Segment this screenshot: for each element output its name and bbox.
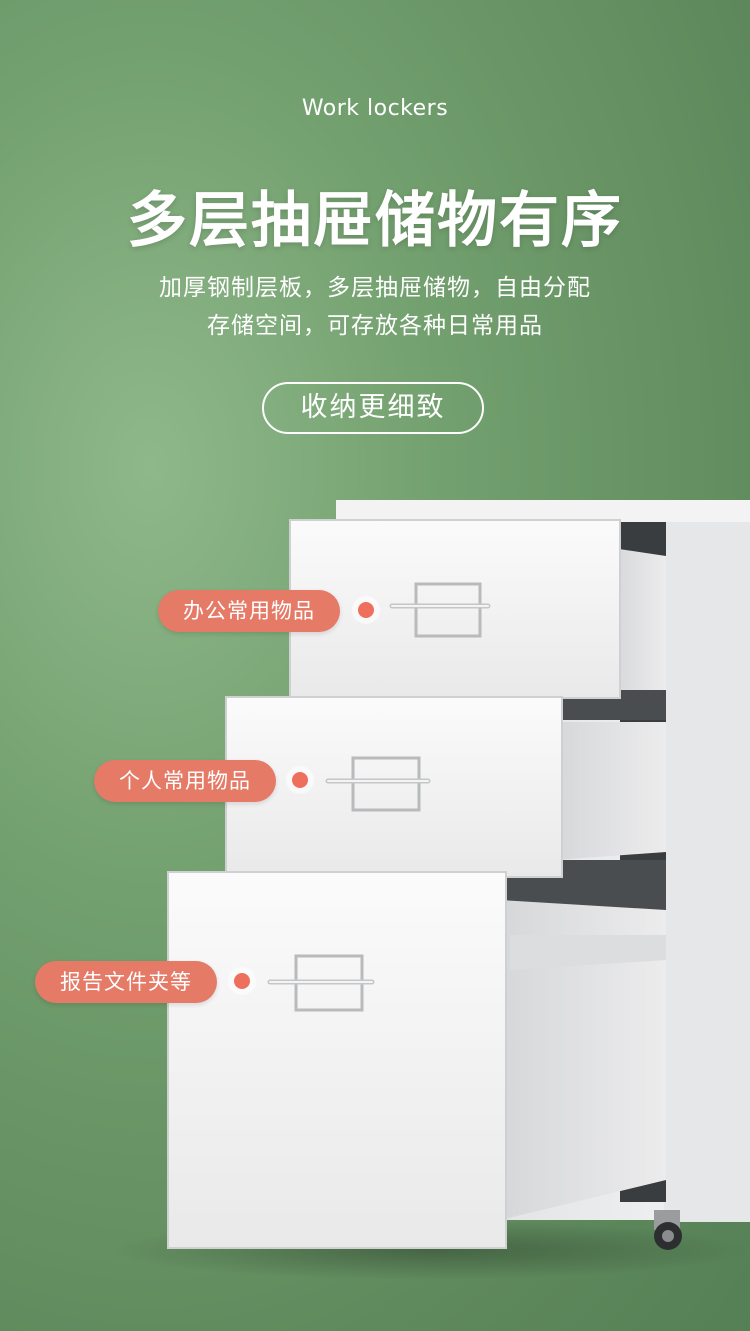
subtitle-en: Work lockers xyxy=(301,96,449,121)
description-line-2: 存储空间，可存放各种日常用品 xyxy=(207,313,543,339)
description-line-1: 加厚钢制层板，多层抽屉储物，自由分配 xyxy=(159,275,591,301)
callout-dot-bottom xyxy=(234,973,250,989)
tag-personal-items: 个人常用物品 xyxy=(94,760,276,802)
feature-pill: 收纳更细致 xyxy=(262,382,484,434)
tag-report-folders: 报告文件夹等 xyxy=(35,961,217,1003)
callout-dot-middle xyxy=(292,772,308,788)
callout-dot-top xyxy=(358,602,374,618)
headline: 多层抽屉储物有序 xyxy=(127,186,623,256)
tag-office-items: 办公常用物品 xyxy=(158,590,340,632)
